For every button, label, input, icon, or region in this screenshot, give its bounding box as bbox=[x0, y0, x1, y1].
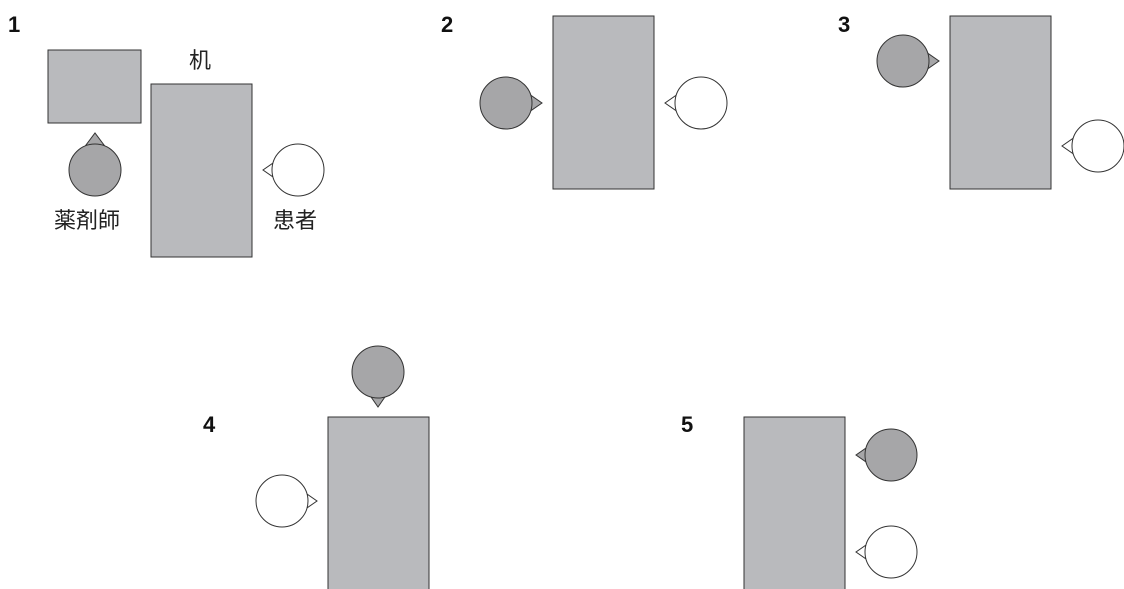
patient-label: 患者 bbox=[273, 209, 317, 234]
patient-icon bbox=[271, 143, 325, 197]
patient-seat bbox=[255, 474, 318, 528]
desk bbox=[150, 83, 253, 258]
panel-2: 2 bbox=[441, 12, 728, 190]
panel-number-4: 4 bbox=[203, 412, 216, 437]
side-desk bbox=[47, 49, 142, 124]
pharmacist-icon bbox=[876, 34, 930, 88]
pharmacist-icon bbox=[479, 76, 533, 130]
panel-3: 3 bbox=[838, 12, 1124, 190]
desk bbox=[949, 15, 1052, 190]
pharmacist-facing-marker bbox=[85, 132, 105, 146]
pharmacist-icon bbox=[864, 428, 918, 482]
panel-5: 5 bbox=[681, 412, 918, 589]
pharmacist-seat bbox=[351, 345, 405, 408]
pharmacist-icon bbox=[351, 345, 405, 399]
patient-seat bbox=[664, 76, 728, 130]
patient-icon bbox=[1071, 119, 1124, 173]
pharmacist-seat bbox=[855, 428, 918, 482]
panel-4: 4 bbox=[203, 345, 430, 589]
panel-1: 1 机 薬剤師 患者 bbox=[8, 12, 325, 258]
panel-number-1: 1 bbox=[8, 12, 20, 37]
patient-icon bbox=[255, 474, 309, 528]
panel-number-3: 3 bbox=[838, 12, 850, 37]
patient-icon bbox=[674, 76, 728, 130]
desk bbox=[552, 15, 655, 190]
patient-seat bbox=[1061, 119, 1124, 173]
desk bbox=[743, 416, 846, 589]
panel-number-2: 2 bbox=[441, 12, 453, 37]
pharmacist-seat bbox=[68, 132, 122, 197]
pharmacist-seat bbox=[876, 34, 940, 88]
patient-icon bbox=[864, 525, 918, 579]
patient-seat bbox=[855, 525, 918, 579]
pharmacist-seat bbox=[479, 76, 543, 130]
desk bbox=[327, 416, 430, 589]
panel-number-5: 5 bbox=[681, 412, 693, 437]
pharmacist-icon bbox=[68, 143, 122, 197]
pharmacist-label: 薬剤師 bbox=[54, 209, 120, 234]
patient-seat bbox=[262, 143, 325, 197]
desk-label: 机 bbox=[189, 49, 211, 74]
